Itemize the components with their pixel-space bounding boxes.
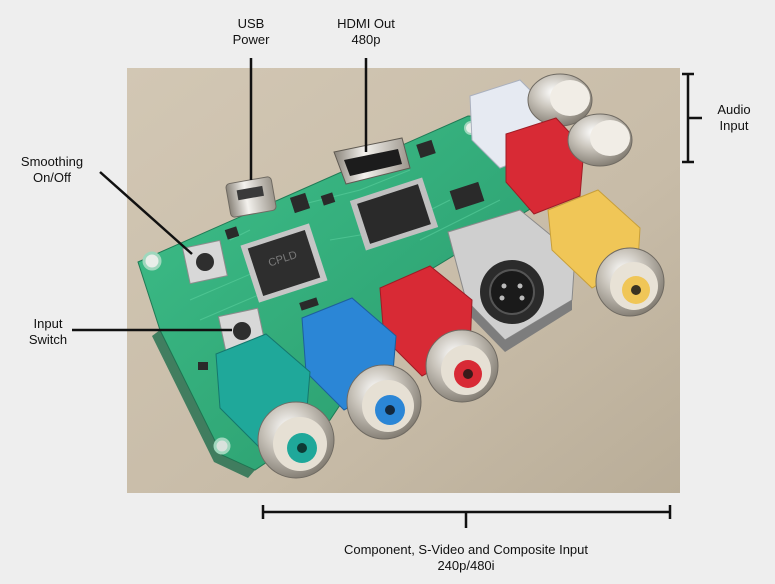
usb-power-label: USB Power <box>222 16 280 48</box>
usb-connector <box>225 176 277 218</box>
component-input-label: Component, S-Video and Composite Input 2… <box>286 542 646 574</box>
hdmi-connector <box>333 137 411 185</box>
component-input-label-line1: Component, S-Video and Composite Input <box>343 542 589 557</box>
audio-input-label-line2: Input <box>719 118 749 133</box>
hdmi-out-label-line2: 480p <box>351 32 381 47</box>
audio-jack-red <box>505 113 633 215</box>
input-switch-label-line2: Switch <box>28 332 68 347</box>
smoothing-label-line2: On/Off <box>32 170 72 185</box>
input-switch-label-line1: Input <box>33 316 63 331</box>
main-chip: CPLD <box>240 223 328 303</box>
smd-part <box>224 226 240 240</box>
usb-power-label-line2: Power <box>232 32 270 47</box>
smoothing-label: Smoothing On/Off <box>6 154 98 186</box>
svideo-jack <box>447 209 576 352</box>
smd-part-2 <box>320 192 336 206</box>
usb-power-label-line1: USB <box>237 16 265 31</box>
hdmi-out-label-line1: HDMI Out <box>337 16 395 31</box>
smoothing-label-line1: Smoothing <box>20 154 84 169</box>
smd-part-4 <box>299 297 319 311</box>
component-jack-blue <box>301 297 422 440</box>
smoothing-pointer-line <box>99 171 193 255</box>
hdmi-out-label: HDMI Out 480p <box>326 16 406 48</box>
audio-input-label: Audio Input <box>704 102 764 134</box>
input-switch-label: Input Switch <box>20 316 76 348</box>
smoothing-button <box>182 239 228 285</box>
smd-part-3 <box>198 362 208 370</box>
component-jack-red <box>379 265 499 403</box>
small-ic-3 <box>289 192 311 214</box>
audio-input-label-line1: Audio <box>717 102 751 117</box>
small-ic <box>449 181 485 211</box>
hdmi-chip <box>349 177 439 251</box>
component-input-label-line2: 240p/480i <box>437 558 495 573</box>
annotation-lines <box>72 58 702 528</box>
small-ic-2 <box>416 139 436 159</box>
component-jack-teal <box>215 333 335 479</box>
composite-jack-yellow <box>547 189 665 317</box>
